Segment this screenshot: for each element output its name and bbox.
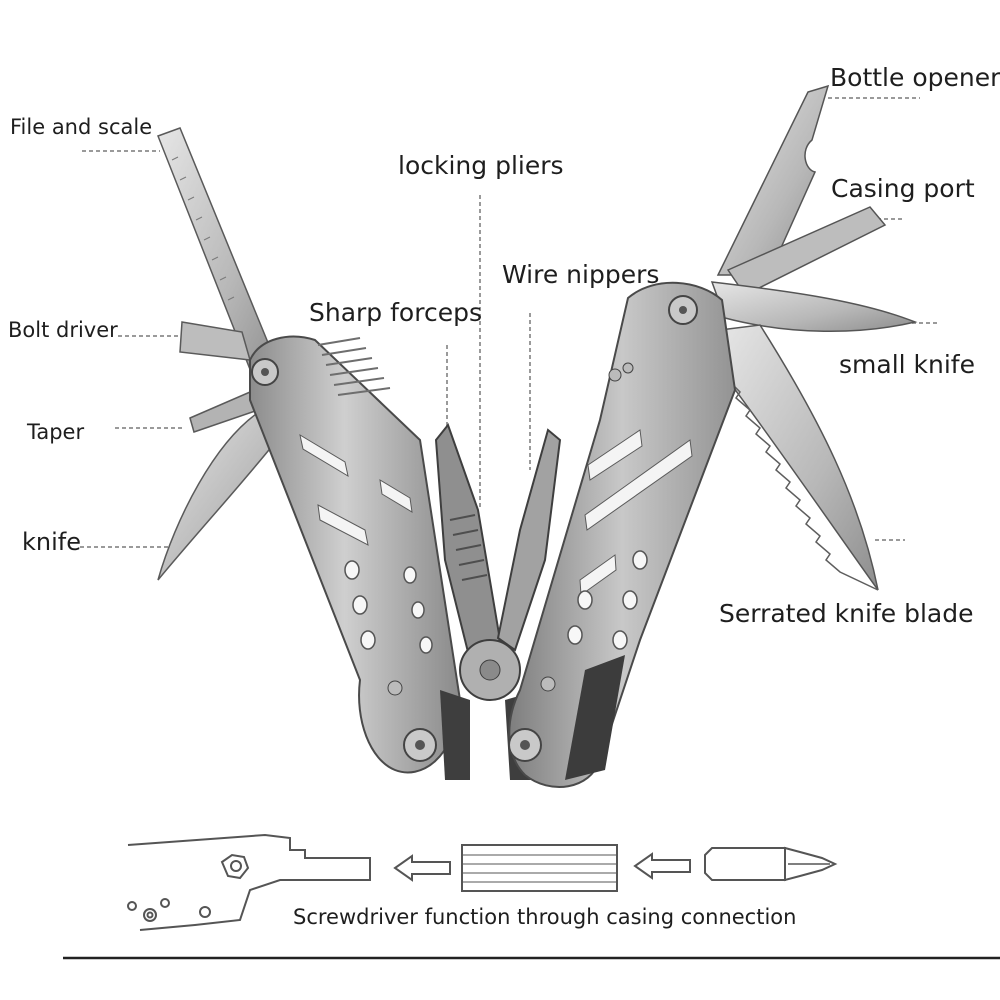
bottle-opener-tool	[716, 84, 830, 276]
small-knife-blade	[710, 281, 918, 332]
label-bottle-opener: Bottle opener	[830, 63, 1000, 92]
label-wire-nippers: Wire nippers	[502, 260, 660, 289]
label-taper: Taper	[27, 420, 85, 444]
label-locking-pliers: locking pliers	[398, 151, 564, 180]
label-casing-port: Casing port	[831, 174, 975, 203]
label-small-knife: small knife	[839, 350, 975, 379]
label-file-and-scale: File and scale	[10, 115, 153, 139]
label-bolt-driver: Bolt driver	[8, 318, 118, 342]
left-handle	[249, 335, 462, 774]
right-handle	[508, 281, 737, 788]
caption-screwdriver-function: Screwdriver function through casing conn…	[293, 905, 797, 929]
label-sharp-forceps: Sharp forceps	[309, 298, 482, 327]
leader-lines	[80, 97, 940, 548]
label-knife: knife	[22, 528, 81, 556]
screwdriver-diagram	[127, 833, 838, 931]
label-serrated-knife-blade: Serrated knife blade	[719, 599, 974, 628]
